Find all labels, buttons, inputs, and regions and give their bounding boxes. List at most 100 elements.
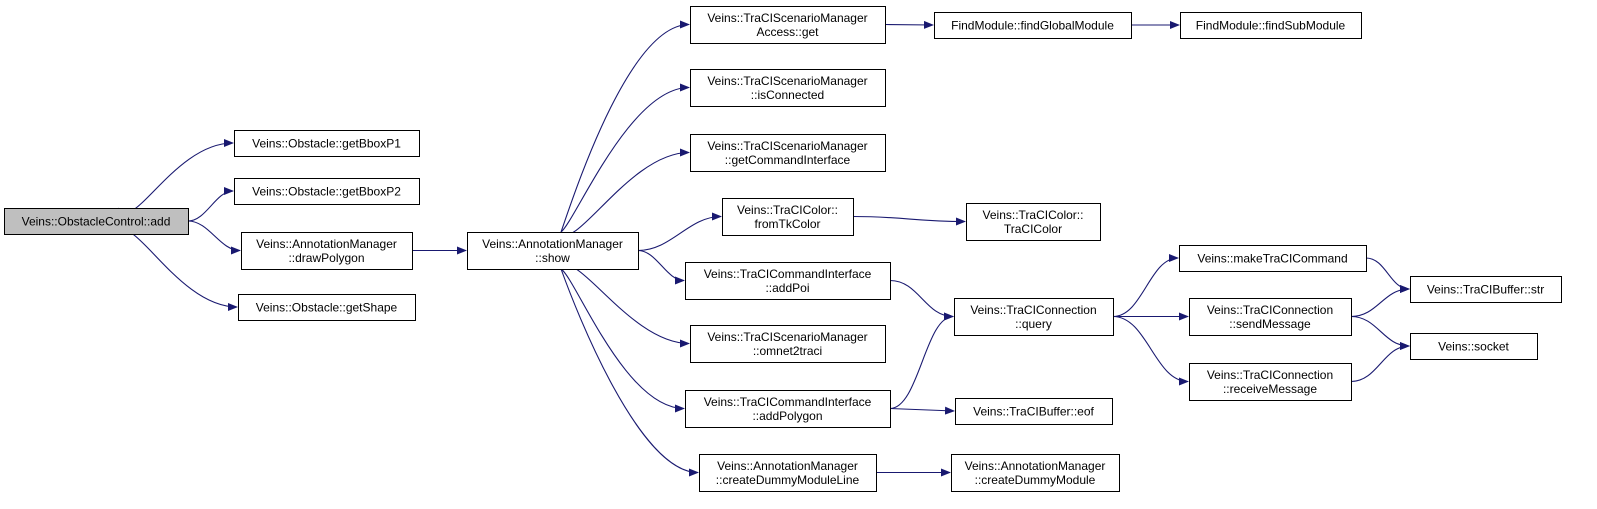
edge-addpoi-to-query xyxy=(889,279,954,321)
edge-root-to-getshape xyxy=(117,230,238,311)
graph-node-bboxp1[interactable]: Veins::Obstacle::getBboxP1 xyxy=(234,130,420,157)
node-label: Veins::ObstacleControl::add xyxy=(22,215,171,229)
node-label: Veins::TraCIBuffer::eof xyxy=(973,405,1094,419)
graph-node-addpoly[interactable]: Veins::TraCICommandInterface::addPolygon xyxy=(685,390,891,428)
graph-node-addpoi[interactable]: Veins::TraCICommandInterface::addPoi xyxy=(685,262,891,300)
graph-node-str[interactable]: Veins::TraCIBuffer::str xyxy=(1410,276,1562,303)
node-label: ::createDummyModuleLine xyxy=(716,473,860,487)
node-box xyxy=(934,12,1132,39)
graph-node-bboxp2[interactable]: Veins::Obstacle::getBboxP2 xyxy=(234,178,420,205)
graph-node-getcmd[interactable]: Veins::TraCIScenarioManager::getCommandI… xyxy=(690,134,886,172)
node-box xyxy=(1410,276,1562,303)
edge-show-to-access xyxy=(560,20,690,233)
node-label: ::omnet2traci xyxy=(753,344,822,358)
node-label: ::show xyxy=(535,251,570,265)
node-label: Veins::TraCIConnection xyxy=(970,303,1096,317)
node-box xyxy=(4,208,189,235)
node-label: Access::get xyxy=(756,25,819,39)
graph-node-dummyline[interactable]: Veins::AnnotationManager::createDummyMod… xyxy=(699,454,877,492)
node-box xyxy=(1180,12,1362,39)
node-label: Veins::TraCIColor:: xyxy=(983,208,1084,222)
node-label: Veins::TraCIConnection xyxy=(1207,303,1333,317)
node-label: ::isConnected xyxy=(751,88,824,102)
edge-root-to-bboxp2 xyxy=(187,187,234,222)
node-box xyxy=(1189,363,1352,401)
node-box xyxy=(238,294,416,321)
node-box xyxy=(690,134,886,172)
node-label: Veins::AnnotationManager xyxy=(717,459,858,473)
edge-recvmsg-to-socket xyxy=(1350,342,1410,383)
graph-node-eof[interactable]: Veins::TraCIBuffer::eof xyxy=(955,398,1113,425)
edge-query-to-maketraci xyxy=(1112,254,1179,318)
edge-sendmsg-to-str xyxy=(1350,285,1410,318)
graph-node-maketraci[interactable]: Veins::makeTraCICommand xyxy=(1179,245,1367,272)
node-label: TraCIColor xyxy=(1004,222,1062,236)
edge-maketraci-to-str xyxy=(1365,257,1410,293)
node-label: FindModule::findSubModule xyxy=(1196,19,1346,33)
node-label: Veins::makeTraCICommand xyxy=(1197,252,1347,266)
edge-addpoly-to-eof xyxy=(889,406,955,415)
graph-node-tracicolor[interactable]: Veins::TraCIColor::TraCIColor xyxy=(966,203,1101,241)
graph-node-fromtk[interactable]: Veins::TraCIColor::fromTkColor xyxy=(722,198,854,236)
node-box xyxy=(722,198,854,236)
node-box xyxy=(1179,245,1367,272)
node-label: Veins::Obstacle::getBboxP1 xyxy=(252,137,401,151)
edge-root-to-drawpoly xyxy=(187,220,241,255)
node-label: Veins::TraCIScenarioManager xyxy=(707,139,867,153)
node-label: ::createDummyModule xyxy=(975,473,1096,487)
node-label: Veins::AnnotationManager xyxy=(965,459,1106,473)
graph-node-getshape[interactable]: Veins::Obstacle::getShape xyxy=(238,294,416,321)
node-box xyxy=(690,69,886,107)
graph-node-dummymod[interactable]: Veins::AnnotationManager::createDummyMod… xyxy=(951,454,1120,492)
edge-show-to-addpoi xyxy=(637,249,685,285)
node-label: ::addPoi xyxy=(765,281,809,295)
graph-node-show[interactable]: Veins::AnnotationManager::show xyxy=(467,232,639,270)
node-label: ::addPolygon xyxy=(752,409,822,423)
edge-show-to-dummyline xyxy=(560,268,699,477)
graph-node-findglobal[interactable]: FindModule::findGlobalModule xyxy=(934,12,1132,39)
edge-show-to-omnet xyxy=(560,265,690,348)
graph-node-omnet[interactable]: Veins::TraCIScenarioManager::omnet2traci xyxy=(690,325,886,363)
node-label: ::drawPolygon xyxy=(288,251,364,265)
node-label: Veins::AnnotationManager xyxy=(482,237,623,251)
node-box xyxy=(690,325,886,363)
node-label: fromTkColor xyxy=(754,217,820,231)
node-box xyxy=(234,130,420,157)
graph-node-recvmsg[interactable]: Veins::TraCIConnection::receiveMessage xyxy=(1189,363,1352,401)
nodes-layer: Veins::ObstacleControl::addVeins::Obstac… xyxy=(4,6,1562,492)
node-label: Veins::TraCIColor:: xyxy=(737,203,838,217)
graph-node-socket[interactable]: Veins::socket xyxy=(1410,333,1538,360)
node-label: Veins::TraCICommandInterface xyxy=(704,267,872,281)
graph-node-drawpoly[interactable]: Veins::AnnotationManager::drawPolygon xyxy=(241,232,413,270)
graph-node-isconn[interactable]: Veins::TraCIScenarioManager::isConnected xyxy=(690,69,886,107)
node-box xyxy=(951,454,1120,492)
node-box xyxy=(954,298,1114,336)
graph-node-query[interactable]: Veins::TraCIConnection::query xyxy=(954,298,1114,336)
edge-show-to-fromtk xyxy=(637,212,722,252)
node-label: ::query xyxy=(1015,317,1052,331)
edge-access-to-findglobal xyxy=(884,20,934,29)
node-box xyxy=(1410,333,1538,360)
node-label: Veins::TraCIConnection xyxy=(1207,368,1333,382)
node-label: Veins::Obstacle::getShape xyxy=(256,301,398,315)
node-box xyxy=(955,398,1113,425)
edge-sendmsg-to-socket xyxy=(1350,315,1410,350)
node-label: Veins::AnnotationManager xyxy=(256,237,397,251)
graph-node-root[interactable]: Veins::ObstacleControl::add xyxy=(4,208,189,235)
edge-show-to-addpoly xyxy=(560,268,685,413)
graph-node-sendmsg[interactable]: Veins::TraCIConnection::sendMessage xyxy=(1189,298,1352,336)
node-box xyxy=(685,262,891,300)
node-box xyxy=(1189,298,1352,336)
edge-root-to-bboxp1 xyxy=(117,139,234,214)
node-label: ::receiveMessage xyxy=(1223,382,1317,396)
node-box xyxy=(699,454,877,492)
node-label: Veins::TraCIScenarioManager xyxy=(707,330,867,344)
node-label: ::getCommandInterface xyxy=(725,153,851,167)
edge-show-to-getcmd xyxy=(560,148,690,236)
node-label: Veins::TraCICommandInterface xyxy=(704,395,872,409)
graph-node-findsub[interactable]: FindModule::findSubModule xyxy=(1180,12,1362,39)
node-label: Veins::Obstacle::getBboxP2 xyxy=(252,185,401,199)
edge-query-to-recvmsg xyxy=(1112,315,1189,386)
node-label: Veins::TraCIBuffer::str xyxy=(1427,283,1544,297)
